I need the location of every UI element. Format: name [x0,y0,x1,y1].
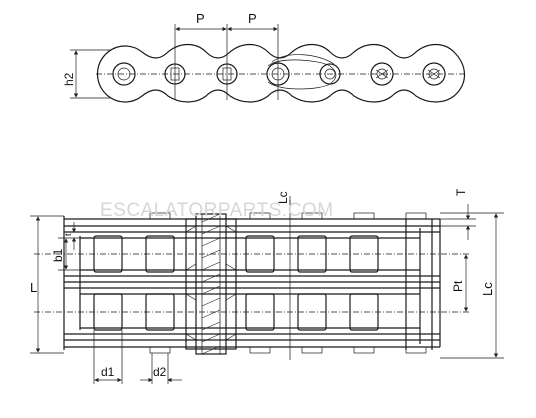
offset-link-section [185,213,237,355]
offset-link [267,54,337,90]
h2-label: h2 [62,72,76,86]
h2-dimension: h2 [62,49,110,99]
d1-label: d1 [101,365,115,379]
pitch-label-left: P [196,11,205,26]
b1-dimension: b1 t [51,222,94,271]
Pt-label: Pt [451,280,465,292]
Pt-dimension: Pt [451,254,469,312]
lc-top-label: Lc [276,191,290,204]
Lc-right-dimension: Lc [440,212,504,359]
pitch-dimensions: P P [175,11,278,32]
b1-label: b1 [51,248,65,262]
pitch-label-right: P [248,11,257,26]
watermark: ESCALATORPARTS.COM [100,200,334,221]
T-label: T [454,188,468,196]
T-dimension: T [440,188,476,240]
t-label: t [63,233,73,236]
Lc-right-label: Lc [480,282,495,296]
chain-plan-view [34,200,470,360]
d1-dimension: d1 [93,330,123,384]
L-label: L [30,280,37,295]
d2-label: d2 [153,365,167,379]
chain-side-view [96,24,466,103]
d2-dimension: d2 [140,353,182,384]
L-dimension: L [30,215,64,354]
lc-top-dimension: Lc [276,191,291,214]
